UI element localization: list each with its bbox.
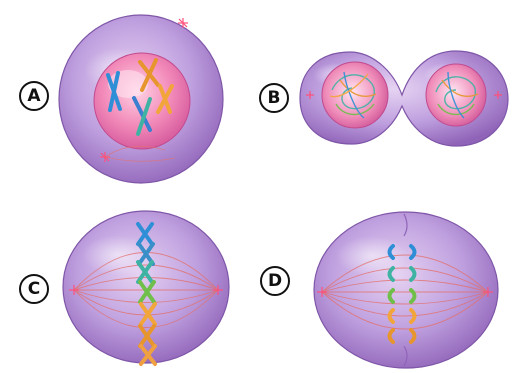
cell-a bbox=[59, 15, 223, 183]
cell-b bbox=[300, 51, 508, 146]
cell-d bbox=[314, 212, 498, 368]
nucleus-b-left bbox=[322, 62, 388, 128]
panel-label-a: A bbox=[19, 81, 49, 111]
panel-label-c: C bbox=[19, 274, 49, 304]
nucleus-b-right bbox=[426, 64, 486, 126]
panel-label-d: D bbox=[260, 266, 290, 296]
cell-c bbox=[63, 211, 229, 364]
panel-label-b: B bbox=[259, 83, 289, 113]
